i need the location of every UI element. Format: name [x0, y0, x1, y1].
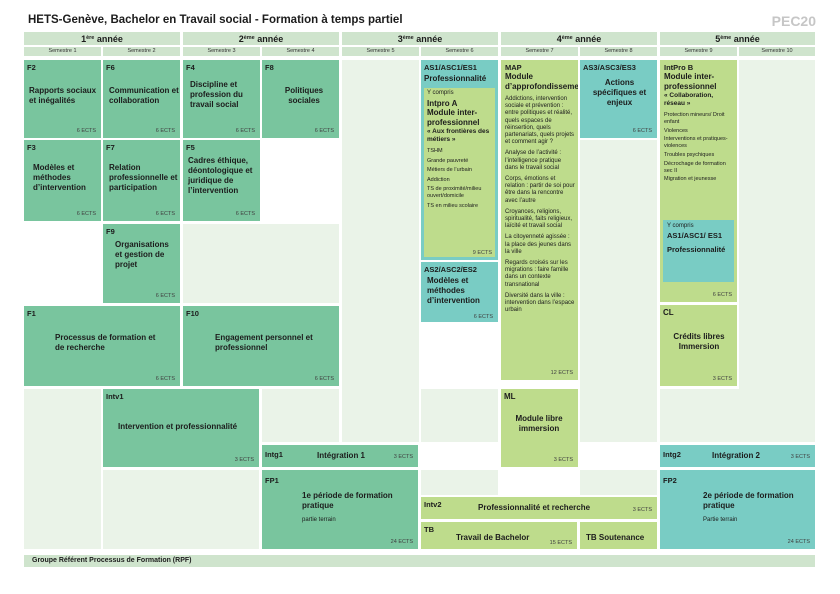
module-f9[interactable]: F9 Organisations et gestion de projet 6 … — [103, 224, 180, 303]
module-f5[interactable]: F5 Cadres éthique, déontologique et juri… — [183, 140, 260, 221]
empty-cell — [103, 470, 259, 549]
module-cl[interactable]: CL Crédits libres Immersion 3 ECTS — [660, 305, 737, 386]
module-intg1[interactable]: Intg1 Intégration 1 3 ECTS — [262, 445, 418, 467]
semester-header-5: Semestre 5 — [342, 47, 419, 56]
module-f6[interactable]: F6 Communication et collaboration 6 ECTS — [103, 60, 180, 138]
year-header-4: 4ème année — [501, 32, 657, 45]
semester-header-10: Semestre 10 — [739, 47, 815, 56]
module-tb[interactable]: TB Travail de Bachelor 15 ECTS — [421, 522, 577, 549]
page-title: HETS-Genève, Bachelor en Travail social … — [28, 14, 403, 26]
semester-header-1: Semestre 1 — [24, 47, 101, 56]
module-f4[interactable]: F4 Discipline et profession du travail s… — [183, 60, 260, 138]
module-f10[interactable]: F10 Engagement personnel et professionne… — [183, 306, 339, 386]
empty-cell — [580, 470, 657, 495]
module-f8[interactable]: F8 Politiques sociales 6 ECTS — [262, 60, 339, 138]
module-intv1[interactable]: Intv1 Intervention et professionnalité 3… — [103, 389, 259, 467]
module-tb-soutenance[interactable]: TB Soutenance — [580, 522, 657, 549]
module-intg2[interactable]: Intg2 Intégration 2 3 ECTS — [660, 445, 815, 467]
module-f1[interactable]: F1 Processus de formation et de recherch… — [24, 306, 180, 386]
empty-cell — [580, 140, 657, 442]
year-header-2: 2ème année — [183, 32, 339, 45]
module-fp2[interactable]: FP2 2e période de formation pratique Par… — [660, 470, 815, 549]
semester-header-7: Semestre 7 — [501, 47, 578, 56]
year-header-1: 1ère année — [24, 32, 180, 45]
module-map[interactable]: MAP Module d’approfondissement Addiction… — [501, 60, 578, 380]
module-intpro-a[interactable]: Y compris Intpro A Module inter-professi… — [424, 88, 495, 257]
semester-header-3: Semestre 3 — [183, 47, 260, 56]
footer-bar: Groupe Référent Processus de Formation (… — [24, 555, 815, 567]
module-f2[interactable]: F2 Rapports sociaux et inégalités 6 ECTS — [24, 60, 101, 138]
module-f7[interactable]: F7 Relation professionnelle et participa… — [103, 140, 180, 221]
empty-cell — [262, 389, 339, 442]
empty-cell — [24, 389, 101, 549]
semester-header-8: Semestre 8 — [580, 47, 657, 56]
semester-header-9: Semestre 9 — [660, 47, 737, 56]
empty-cell — [660, 389, 815, 442]
empty-cell — [183, 224, 339, 303]
plan-code: PEC20 — [771, 13, 816, 29]
empty-cell — [421, 470, 498, 495]
semester-header-2: Semestre 2 — [103, 47, 180, 56]
module-fp1[interactable]: FP1 1e période de formation pratique par… — [262, 470, 418, 549]
year-header-5: 5ème année — [660, 32, 815, 45]
module-as3-asc3-es3[interactable]: AS3/ASC3/ES3 Actions spécifiques et enje… — [580, 60, 657, 138]
module-ml[interactable]: ML Module libre immersion 3 ECTS — [501, 389, 578, 467]
empty-cell — [739, 60, 815, 442]
empty-cell — [342, 60, 419, 442]
semester-header-6: Semestre 6 — [421, 47, 498, 56]
module-as2-asc2-es2[interactable]: AS2/ASC2/ES2 Modèles et méthodes d’inter… — [421, 262, 498, 322]
module-f3[interactable]: F3 Modèles et méthodes d’intervention 6 … — [24, 140, 101, 221]
empty-cell — [421, 389, 498, 442]
module-intpro-b-professionnalite[interactable]: Y compris AS1/ASC1/ ES1 Professionnalité — [663, 220, 734, 282]
semester-header-4: Semestre 4 — [262, 47, 339, 56]
module-intv2[interactable]: Intv2 Professionnalité et recherche 3 EC… — [421, 497, 657, 519]
year-header-3: 3ème année — [342, 32, 498, 45]
